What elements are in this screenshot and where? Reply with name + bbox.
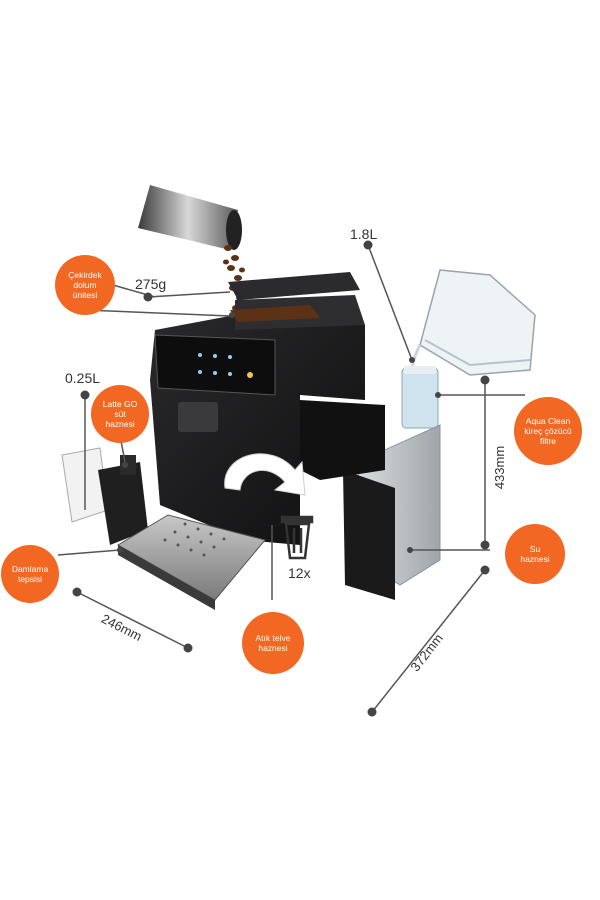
- callout-water-filter: Aqua Clean kireç çözücü filtre: [514, 397, 582, 465]
- coffee-machine: [150, 295, 385, 545]
- height-label: 433mm: [492, 445, 508, 490]
- water-filter: [401, 366, 439, 429]
- trash-icon: [280, 515, 314, 560]
- callout-grounds-container: Atık telve haznesi: [242, 612, 304, 674]
- milk-capacity-label: 0.25L: [65, 370, 101, 386]
- drip-tray: [117, 514, 266, 610]
- milk-jug: [61, 447, 148, 545]
- return-arrow-icon: [224, 453, 306, 496]
- callout-water-tank: Su haznesi: [505, 524, 565, 584]
- callout-milk-jug: Latte GO süt haznesi: [91, 385, 149, 443]
- water-capacity-label: 1.8L: [350, 226, 378, 242]
- callout-drip-tray: Damlama tepsisi: [1, 545, 59, 603]
- hopper-lid: [228, 272, 360, 300]
- grounds-count-label: 12x: [288, 565, 311, 581]
- line-endpoints: [72, 240, 490, 717]
- callout-bean-hopper: Çekirdek dolum ünitesi: [55, 255, 115, 315]
- bean-capacity-label: 275g: [135, 276, 167, 292]
- bean-scoop: [138, 185, 242, 250]
